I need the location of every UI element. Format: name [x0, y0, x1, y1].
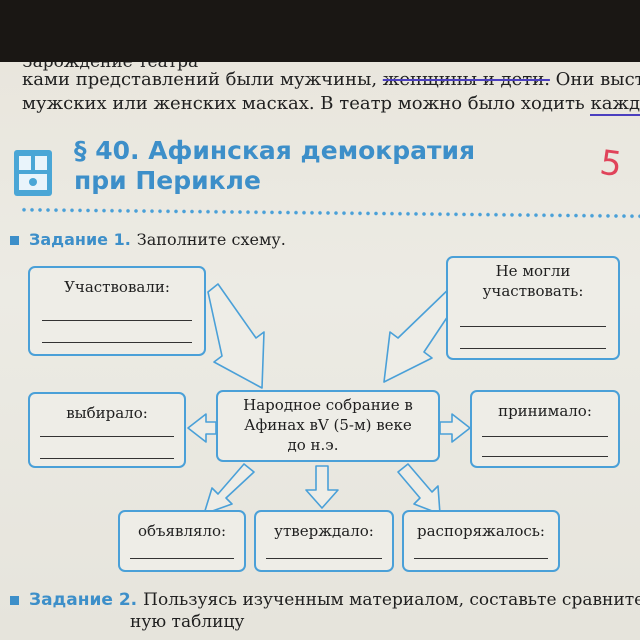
intro-line-1: ками представлений были мужчины, женщины…	[22, 69, 640, 90]
answer-line	[40, 436, 174, 437]
section-icon	[14, 150, 52, 196]
arrow-declared	[203, 463, 255, 515]
box-adopted: принимало:	[470, 390, 620, 468]
intro-line-cut: Зарождение театра	[22, 62, 199, 72]
task-bullet-icon	[10, 236, 19, 245]
arrow-approved	[305, 465, 339, 509]
box-managed: распоряжалось:	[402, 510, 560, 572]
box-approved: утверждало:	[254, 510, 394, 572]
intro-line-2: мужских или женских масках. В театр можн…	[22, 92, 640, 116]
underlined-text: каждую неделю.	[590, 93, 640, 116]
answer-line	[130, 558, 234, 559]
arrow-managed	[397, 463, 441, 515]
box-participated: Участвовали:	[28, 266, 206, 356]
answer-line	[482, 436, 608, 437]
answer-line	[42, 342, 192, 343]
answer-line	[460, 326, 606, 327]
task-bullet-icon	[10, 596, 19, 605]
answer-line	[40, 458, 174, 459]
section-title: § 40. Афинская демократия при Перикле	[74, 136, 476, 195]
struck-text: женщины и дети.	[382, 69, 550, 90]
answer-line	[414, 558, 548, 559]
box-center-assembly: Народное собрание в Афинах вV (5-м) веке…	[216, 390, 440, 462]
task-2-continuation: ную таблицу	[130, 612, 245, 632]
box-elected: выбирало:	[28, 392, 186, 468]
arrow-elected	[187, 413, 217, 443]
answer-line	[42, 320, 192, 321]
diagram-arrows	[187, 283, 471, 515]
task-2: Задание 2.Пользуясь изученным материалом…	[10, 590, 640, 632]
answer-line	[460, 348, 606, 349]
arrow-participated	[207, 283, 265, 389]
box-not-participated: Не могли участвовать:	[446, 256, 620, 360]
intro-paragraph: ками представлений были мужчины, женщины…	[22, 68, 640, 116]
task-1: Задание 1.Заполните схему.	[10, 230, 286, 249]
arrow-adopted	[439, 413, 471, 443]
box-declared: объявляло:	[118, 510, 246, 572]
textbook-page: Зарождение театра ками представлений был…	[0, 62, 640, 640]
answer-line	[266, 558, 382, 559]
answer-line	[482, 456, 608, 457]
